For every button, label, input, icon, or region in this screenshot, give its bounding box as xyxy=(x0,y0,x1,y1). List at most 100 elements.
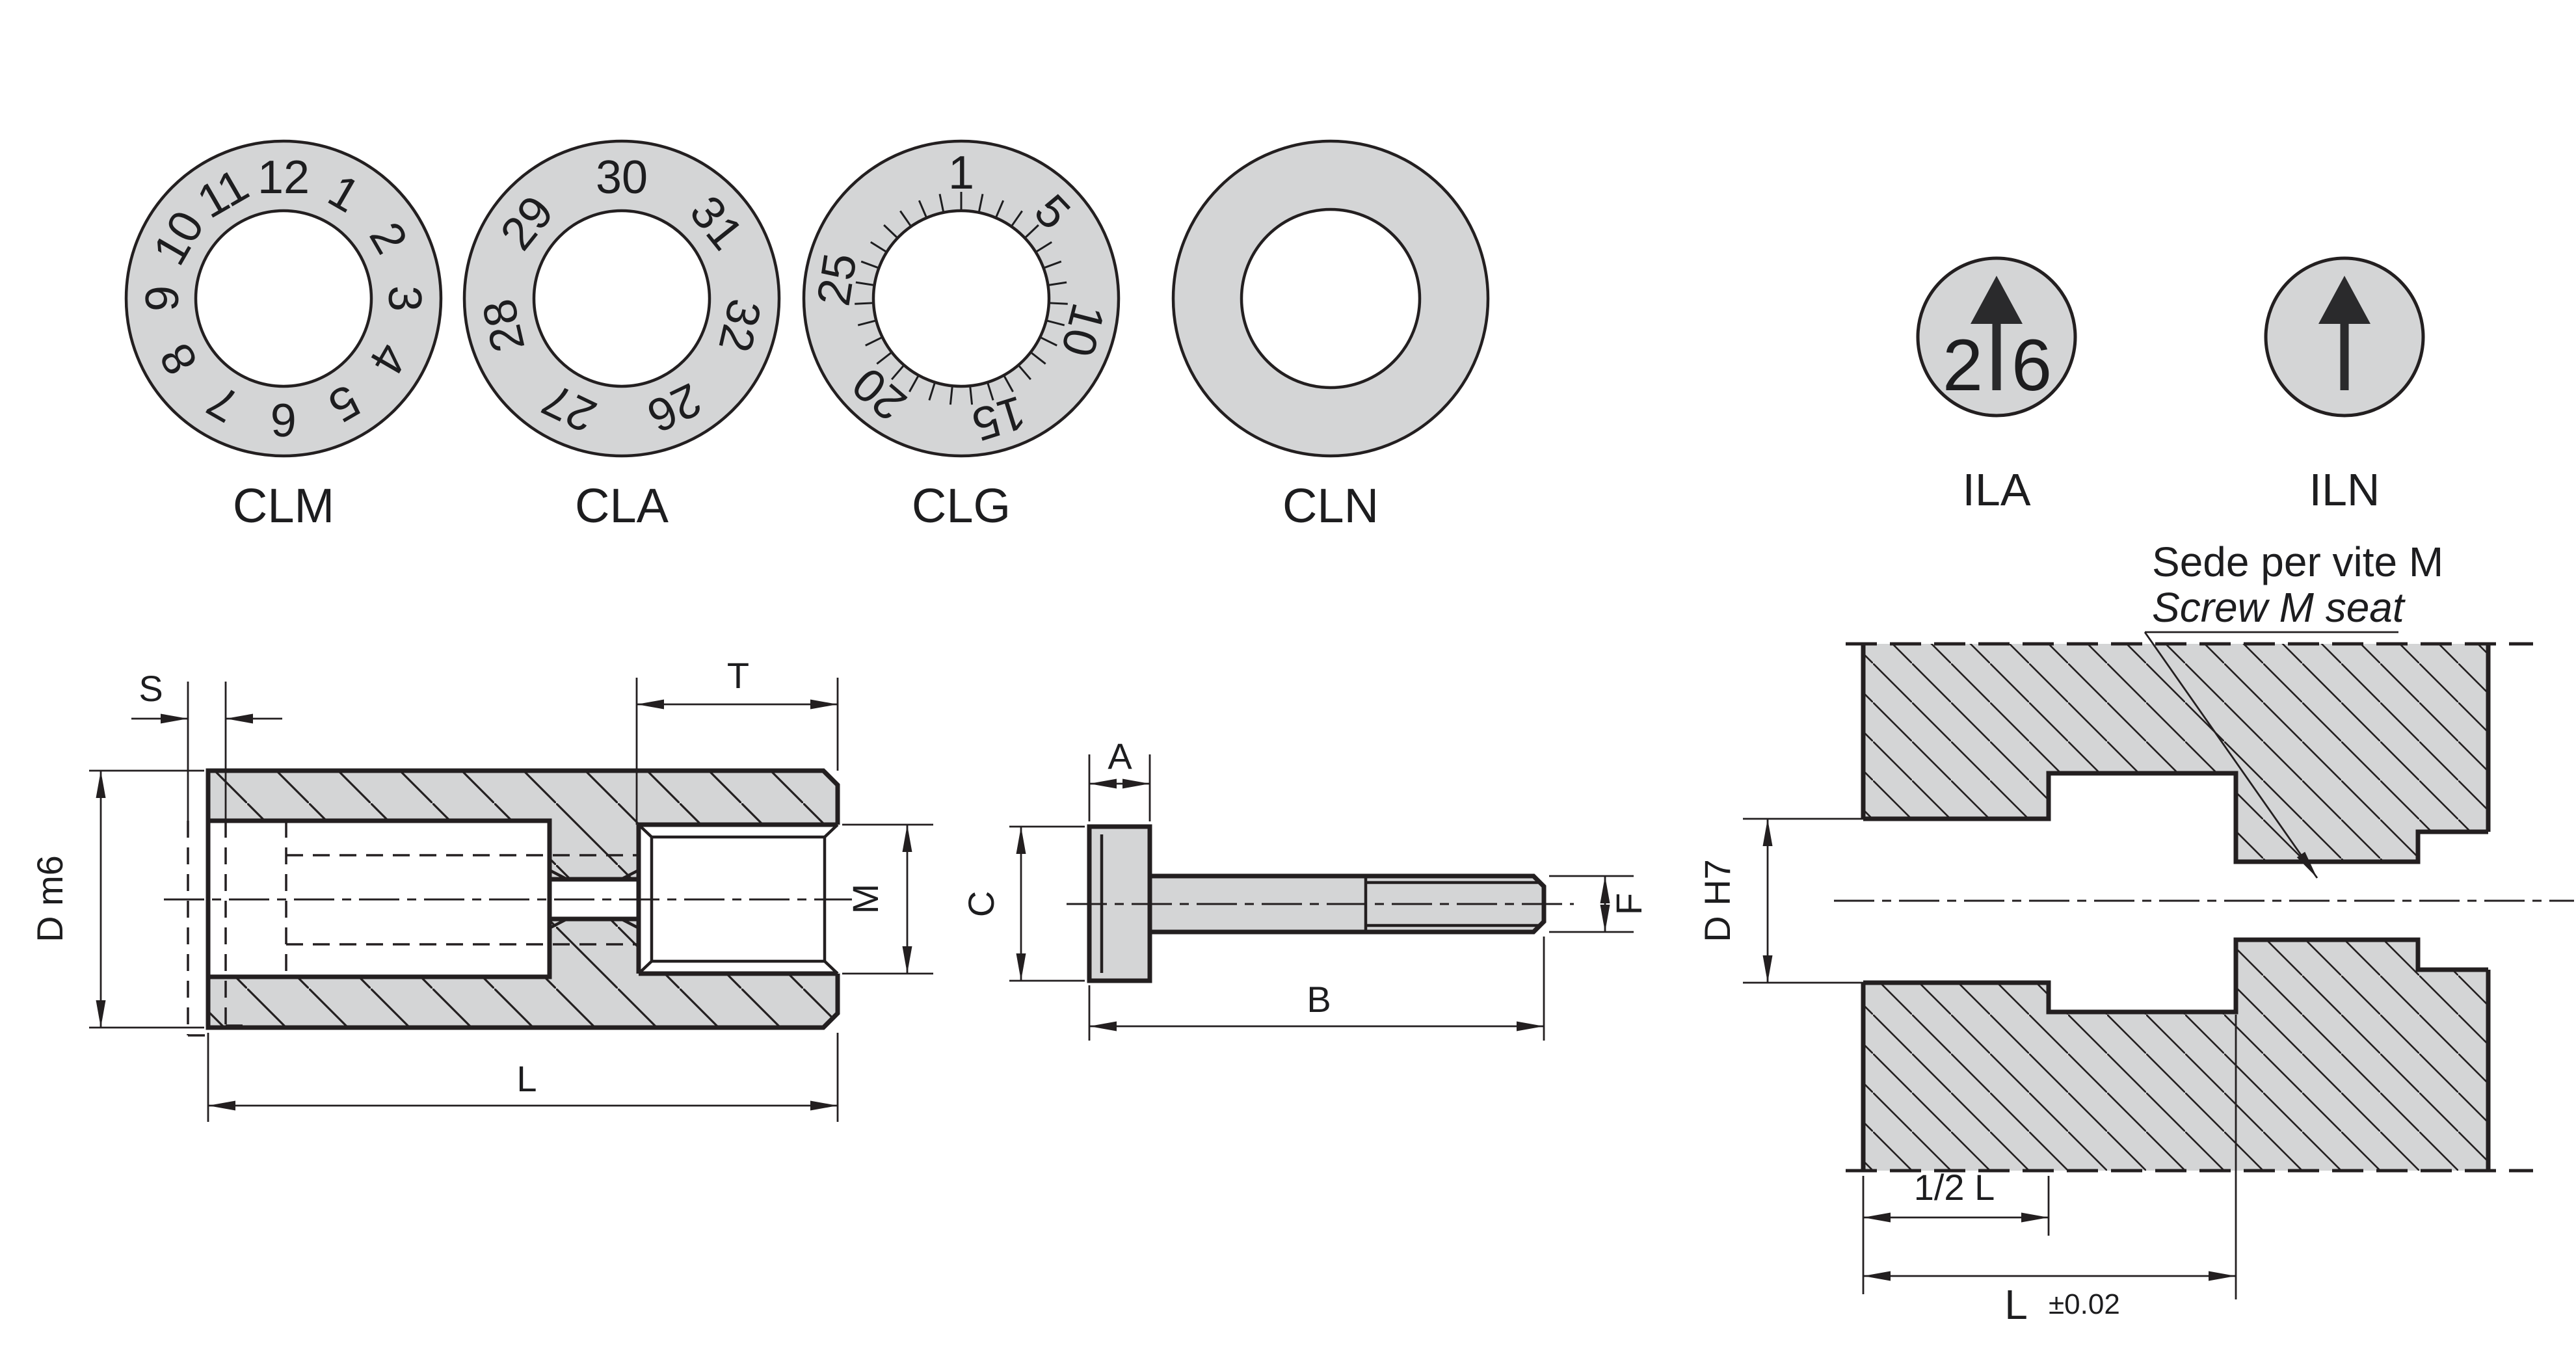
ring-clm-number-6: 6 xyxy=(271,393,297,445)
bush-dim-l: L xyxy=(207,1033,839,1122)
dial-tick xyxy=(855,281,873,286)
dial-tick xyxy=(1018,365,1031,380)
dial-tick xyxy=(969,387,974,405)
housing-dim-l-tolerance: ±0.02 xyxy=(2049,1288,2120,1320)
housing-callout: Sede per vite M Screw M seat xyxy=(2144,538,2443,879)
ring-clg-hole xyxy=(871,209,1051,388)
screw-dim-b-label: B xyxy=(1307,979,1331,1020)
screw-dim-a: A xyxy=(1088,736,1151,821)
bush-outline xyxy=(206,768,840,1030)
iln-up-arrow-icon xyxy=(2318,276,2370,390)
bush-thread-inner xyxy=(650,835,827,963)
dial-tick xyxy=(857,319,875,326)
screw-dim-f: F xyxy=(1549,875,1649,933)
bush-neck-chamfers xyxy=(548,869,640,929)
dial-tick xyxy=(1003,376,1014,393)
screw-dim-f-label: F xyxy=(1608,893,1649,915)
ila-right-digit: 6 xyxy=(2012,325,2052,406)
dial-tick xyxy=(1044,260,1062,269)
ring-clg-number-1: 1 xyxy=(948,147,974,199)
dial-tick xyxy=(1050,302,1068,305)
dial-tick xyxy=(876,352,892,365)
dial-tick xyxy=(899,210,911,226)
dial-tick xyxy=(987,383,994,401)
bush-thread-chamfers xyxy=(637,823,839,975)
ila-left-digit: 2 xyxy=(1943,325,1983,406)
ila-label: ILA xyxy=(1962,464,2030,515)
screw-dim-a-label: A xyxy=(1108,736,1132,777)
dial-tick xyxy=(860,260,879,269)
ring-cln-label: CLN xyxy=(1282,479,1379,533)
housing-dim-half-l-label: 1/2 L xyxy=(1914,1167,1995,1208)
housing-cavity xyxy=(2049,773,2236,1012)
screw-dim-b: B xyxy=(1088,937,1545,1041)
ring-cla-number-32: 32 xyxy=(708,295,771,357)
dial-tick xyxy=(855,302,873,305)
dial-tick xyxy=(865,336,882,347)
housing-dim-l: L ±0.02 xyxy=(1863,1015,2237,1328)
bush-dim-t: T xyxy=(635,655,839,825)
ring-cln: CLN xyxy=(1171,139,1490,533)
dial-tick xyxy=(1047,319,1065,326)
dial-tick xyxy=(883,224,897,238)
dial-tick xyxy=(1036,241,1052,252)
dial-tick xyxy=(1025,224,1039,238)
ring-clm-number-12: 12 xyxy=(258,152,310,204)
indicator-ila: 2 6 ILA xyxy=(1916,256,2077,515)
dial-tick xyxy=(1049,281,1067,286)
housing-dim-d: D H7 xyxy=(1697,818,1870,984)
indicator-iln: ILN xyxy=(2264,256,2425,515)
dial-tick xyxy=(918,200,927,217)
housing-lower-profile xyxy=(1863,937,2488,1015)
bush-dim-t-label: T xyxy=(727,655,749,696)
iln-label: ILN xyxy=(2309,464,2380,515)
screw-dim-c-label: C xyxy=(961,891,1002,917)
bush-section-drawing: S T D m6 M xyxy=(29,655,933,1122)
ring-clm-number-9: 9 xyxy=(137,286,189,312)
ring-cln-hole xyxy=(1240,207,1422,390)
dial-tick xyxy=(978,194,984,212)
bush-dim-l-label: L xyxy=(516,1058,537,1099)
ila-up-arrow-icon xyxy=(1971,276,2023,390)
ring-clg-label: CLG xyxy=(912,479,1011,533)
bush-dim-d: D m6 xyxy=(29,769,204,1029)
housing-dim-half-l: 1/2 L xyxy=(1862,1167,2050,1294)
dial-tick xyxy=(909,376,919,393)
housing-dim-l-label: L xyxy=(2004,1281,2028,1328)
dial-tick xyxy=(870,241,886,252)
bush-dim-s-label: S xyxy=(139,668,163,709)
ring-cla-hole xyxy=(532,209,711,388)
ring-cla-number-28: 28 xyxy=(473,295,535,357)
ring-cla-number-30: 30 xyxy=(596,152,648,204)
direction-indicators: 2 6 ILA ILN xyxy=(1916,256,2425,515)
dial-tick xyxy=(1041,336,1057,347)
bush-dim-m: M xyxy=(842,823,933,975)
ring-clg-number-25: 25 xyxy=(808,250,867,309)
ring-clg-number-10: 10 xyxy=(1051,299,1115,362)
dial-tick xyxy=(949,387,953,405)
dial-tick xyxy=(995,200,1005,217)
housing-section-drawing: Sede per vite M Screw M seat D H7 1/2 L xyxy=(1697,538,2574,1328)
housing-upper-profile xyxy=(1863,771,2488,864)
bush-bore-outline xyxy=(210,818,552,979)
ring-clm-hole xyxy=(194,209,373,388)
dial-tick xyxy=(938,194,944,212)
dial-tick xyxy=(928,383,936,401)
housing-callout-line2: Screw M seat xyxy=(2152,584,2406,631)
housing-leader-arrow xyxy=(2296,851,2317,878)
dial-tick xyxy=(891,365,904,380)
bush-dim-d-label: D m6 xyxy=(29,855,70,942)
housing-dim-d-label: D H7 xyxy=(1697,859,1738,942)
ring-clm-label: CLM xyxy=(233,479,334,533)
ring-clm-number-3: 3 xyxy=(378,286,431,312)
ring-cla-label: CLA xyxy=(575,479,669,533)
housing-callout-line1: Sede per vite M xyxy=(2152,538,2443,585)
screw-dim-c: C xyxy=(961,825,1085,982)
ring-clg-ticks xyxy=(855,192,1068,405)
